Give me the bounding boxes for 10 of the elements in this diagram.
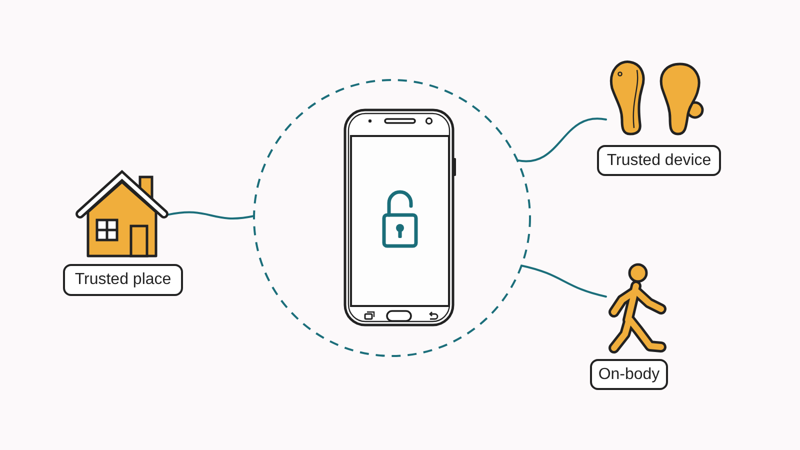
connector-line <box>167 211 255 220</box>
label-tag: Trusted device <box>597 145 721 176</box>
house-picture <box>76 170 168 258</box>
connector-line <box>520 264 607 298</box>
dashed-circle <box>250 76 534 360</box>
walking-person-picture <box>606 262 668 354</box>
connector-line <box>516 118 607 162</box>
label-tag: On-body <box>590 359 668 390</box>
label-tag: Trusted place <box>63 264 183 296</box>
smartphone-picture <box>343 108 457 327</box>
